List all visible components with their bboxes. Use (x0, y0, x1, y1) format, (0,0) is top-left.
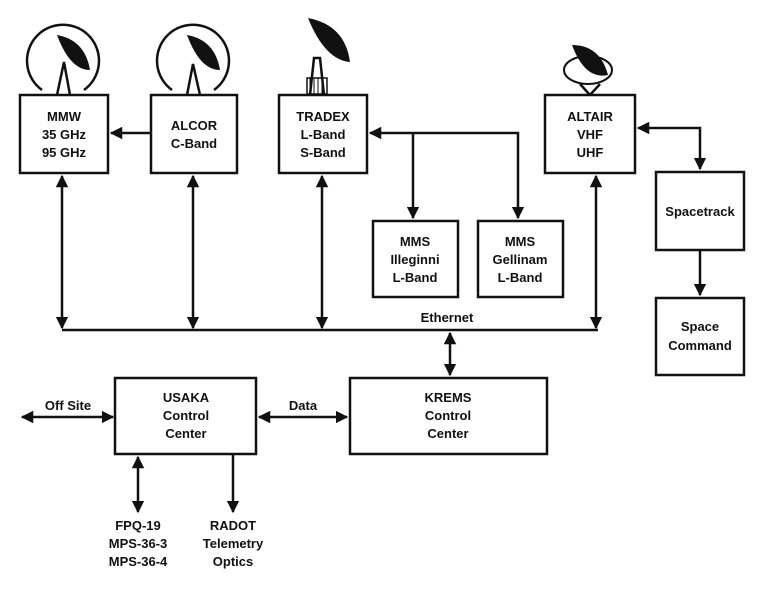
svg-text:Command: Command (668, 338, 732, 353)
svg-text:VHF: VHF (577, 127, 603, 142)
svg-text:Telemetry: Telemetry (203, 536, 264, 551)
svg-text:KREMS: KREMS (425, 390, 472, 405)
svg-text:MMS: MMS (400, 234, 431, 249)
mmw-antenna-icon (25, 23, 101, 96)
off-site-label: Off Site (45, 398, 91, 413)
ethernet-label: Ethernet (421, 310, 474, 325)
node-radot: RADOT Telemetry Optics (203, 518, 264, 569)
svg-text:Space: Space (681, 319, 719, 334)
svg-text:C-Band: C-Band (171, 136, 217, 151)
svg-text:ALTAIR: ALTAIR (567, 109, 613, 124)
node-space-command: Space Command (654, 296, 746, 377)
svg-text:MMW: MMW (47, 109, 82, 124)
svg-text:Gellinam: Gellinam (493, 252, 548, 267)
svg-text:Control: Control (163, 408, 209, 423)
svg-text:Center: Center (165, 426, 206, 441)
node-alcor: ALCOR C-Band (149, 93, 239, 175)
tradex-antenna-icon (306, 18, 350, 96)
svg-text:Control: Control (425, 408, 471, 423)
svg-text:L-Band: L-Band (301, 127, 346, 142)
node-usaka: USAKA Control Center (113, 376, 258, 456)
svg-text:USAKA: USAKA (163, 390, 210, 405)
svg-text:Center: Center (427, 426, 468, 441)
svg-text:35 GHz: 35 GHz (42, 127, 87, 142)
node-spacetrack: Spacetrack (654, 170, 746, 252)
svg-text:UHF: UHF (577, 145, 604, 160)
node-altair: ALTAIR VHF UHF (543, 93, 637, 175)
connections (20, 121, 707, 514)
svg-text:FPQ-19: FPQ-19 (115, 518, 161, 533)
node-mmw: MMW 35 GHz 95 GHz (18, 93, 110, 175)
svg-text:Spacetrack: Spacetrack (665, 204, 735, 219)
node-tradex: TRADEX L-Band S-Band (277, 93, 369, 175)
svg-text:RADOT: RADOT (210, 518, 256, 533)
svg-text:L-Band: L-Band (393, 270, 438, 285)
svg-text:S-Band: S-Band (300, 145, 346, 160)
svg-text:MMS: MMS (505, 234, 536, 249)
svg-text:Optics: Optics (213, 554, 253, 569)
node-fpq: FPQ-19 MPS-36-3 MPS-36-4 (109, 518, 168, 569)
alcor-antenna-icon (155, 23, 231, 96)
node-mms-illeginni: MMS Illeginni L-Band (371, 219, 460, 299)
svg-text:95 GHz: 95 GHz (42, 145, 87, 160)
svg-text:MPS-36-3: MPS-36-3 (109, 536, 168, 551)
svg-text:L-Band: L-Band (498, 270, 543, 285)
node-krems: KREMS Control Center (348, 376, 549, 456)
svg-text:ALCOR: ALCOR (171, 118, 218, 133)
data-label: Data (289, 398, 318, 413)
svg-text:Illeginni: Illeginni (390, 252, 439, 267)
altair-antenna-icon (563, 45, 613, 97)
node-mms-gellinam: MMS Gellinam L-Band (476, 219, 565, 299)
svg-text:TRADEX: TRADEX (296, 109, 350, 124)
svg-text:MPS-36-4: MPS-36-4 (109, 554, 168, 569)
